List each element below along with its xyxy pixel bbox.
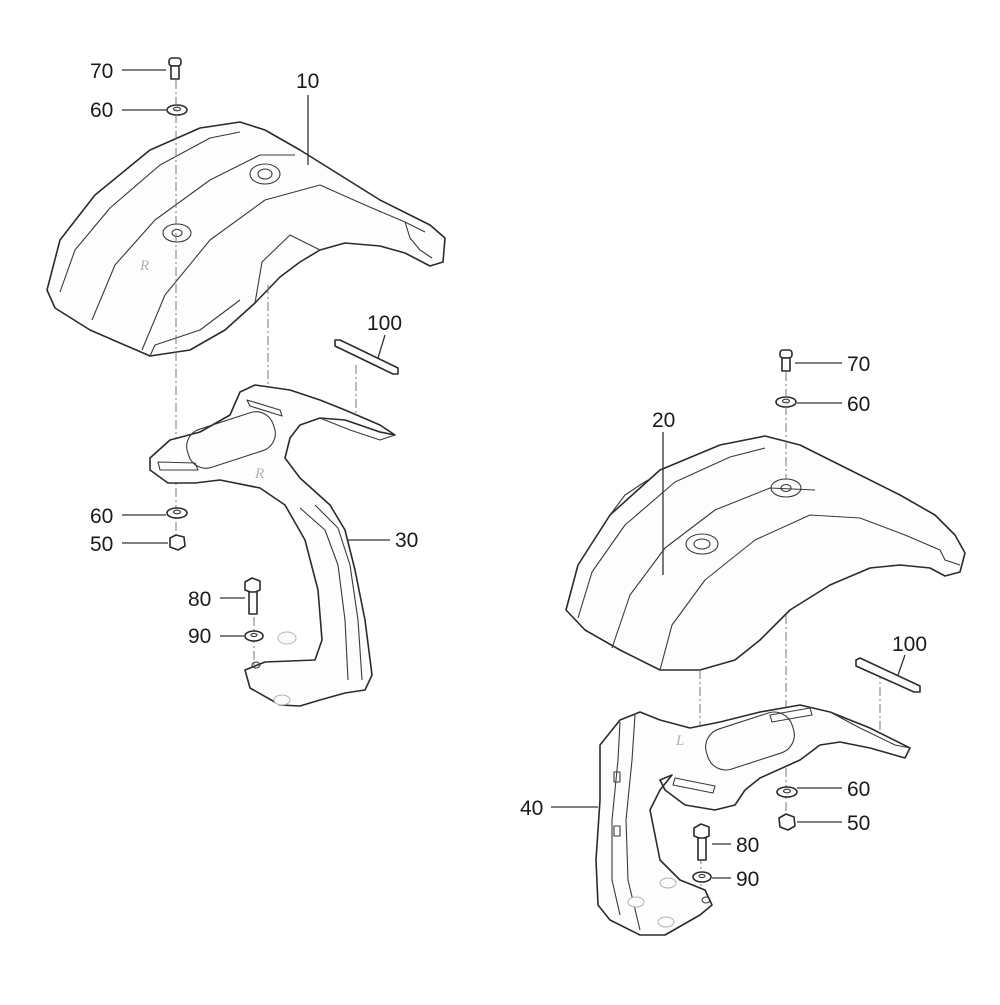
callout-100-left: 100	[367, 312, 402, 335]
bracket-side-mark: R	[254, 466, 264, 482]
left-fender-part-10: R	[46, 121, 446, 357]
left-washer-part-90	[244, 630, 264, 642]
callout-70-left: 70	[90, 60, 113, 83]
callout-50-right: 50	[847, 812, 870, 835]
left-nut-part-50	[169, 534, 186, 551]
callout-60-right-top: 60	[847, 393, 870, 416]
callout-80-left: 80	[188, 588, 211, 611]
callout-100-right: 100	[892, 633, 927, 656]
left-bolt-part-80	[244, 577, 261, 615]
left-pad-part-100	[334, 339, 399, 375]
right-assembly: L	[551, 349, 966, 936]
right-fender-part-20	[565, 435, 966, 671]
callout-40: 40	[520, 797, 543, 820]
callout-80-right: 80	[736, 834, 759, 857]
callout-50-left: 50	[90, 533, 113, 556]
callout-90-right: 90	[736, 868, 759, 891]
right-bolt-part-70	[779, 349, 793, 372]
left-washer-top-part-60	[166, 104, 188, 116]
fender-mount-boss	[685, 533, 719, 555]
bracket-slot	[186, 411, 276, 469]
bracket-side-mark: L	[675, 733, 684, 749]
bracket-square-hole	[613, 825, 621, 837]
callout-20: 20	[652, 409, 675, 432]
left-bolt-part-70	[168, 57, 182, 80]
right-washer-bottom-part-60	[776, 786, 798, 798]
callout-labels: 70 60 10 100 60 50 30 80 90 70 60 20 100…	[90, 60, 927, 891]
fender-mount-boss	[249, 163, 281, 185]
callout-60-right-bottom: 60	[847, 778, 870, 801]
bracket-square-hole	[613, 771, 621, 783]
callout-60-left-top: 60	[90, 99, 113, 122]
left-bracket-part-30: R	[149, 384, 396, 707]
right-pad-part-100	[855, 657, 921, 693]
fender-bolt-hole	[162, 223, 192, 243]
right-washer-part-90	[692, 871, 712, 883]
left-washer-bottom-part-60	[166, 507, 188, 519]
callout-90-left: 90	[188, 625, 211, 648]
side-mark-letter: R	[139, 258, 149, 274]
right-nut-part-50	[778, 813, 796, 831]
callout-30: 30	[395, 529, 418, 552]
bracket-slot	[705, 711, 795, 771]
right-bolt-part-80	[693, 823, 710, 861]
callout-70-right: 70	[847, 353, 870, 376]
callout-10: 10	[296, 70, 319, 93]
left-assembly: R R	[46, 57, 446, 707]
right-bracket-part-40: L	[595, 704, 911, 936]
callout-60-left-bottom: 60	[90, 505, 113, 528]
